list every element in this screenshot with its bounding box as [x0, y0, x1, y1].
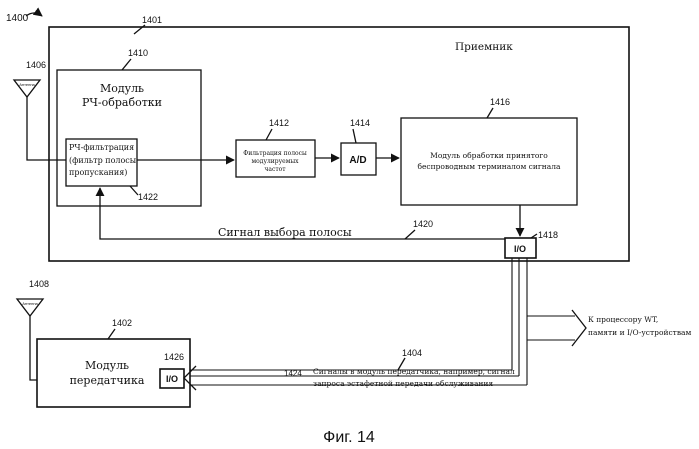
antenna-rx-label: Антенна	[19, 82, 35, 87]
rf-module-title-2: РЧ-обработки	[82, 96, 162, 109]
bus-to-processor-arrowhead	[572, 310, 586, 346]
ref-1401: 1401	[142, 15, 162, 25]
transmitter-line2: передатчика	[70, 374, 145, 387]
ref-1416: 1416	[490, 97, 510, 107]
transmitter-box	[37, 339, 190, 407]
figure-number: 1400	[6, 13, 29, 24]
mod-filter-line3: частот	[264, 166, 286, 173]
transmitter-line1: Модуль	[85, 359, 129, 372]
proc-module-line2: беспроводным терминалом сигнала	[417, 162, 561, 171]
rf-module-title-1: Модуль	[100, 82, 144, 95]
mod-filter-line1: Фильтрация полосы	[243, 150, 307, 157]
tx-signal-line1: Сигналы в модуль передатчика, например, …	[313, 367, 515, 376]
antenna-tx-label: Антенна	[22, 301, 38, 306]
mod-filter-line2: модулируемых	[251, 158, 299, 165]
ref-1410: 1410	[128, 48, 148, 58]
ref-1404: 1404	[402, 348, 422, 358]
leader-1420	[405, 230, 415, 239]
tx-signal-line2: запроса эстафетной передачи обслуживания	[313, 379, 493, 388]
leader-1410	[122, 59, 131, 70]
adc-label: A/D	[349, 155, 366, 166]
ref-1402: 1402	[112, 318, 132, 328]
leader-1414	[353, 129, 356, 143]
figure-caption: Фиг. 14	[323, 429, 375, 446]
leader-1416	[487, 108, 493, 118]
antenna-tx-wire	[30, 316, 37, 380]
leader-1402	[108, 329, 115, 339]
band-select-label: Сигнал выбора полосы	[218, 226, 352, 239]
ref-1408: 1408	[29, 279, 49, 289]
figure-number-arrow	[26, 13, 42, 16]
rf-filter-line3: пропускания)	[69, 168, 127, 177]
to-processor-line1: К процессору WT,	[588, 315, 658, 324]
receiver-label: Приемник	[455, 41, 513, 53]
rf-filter-line2: (фильтр полосы	[69, 156, 137, 165]
ref-1422: 1422	[138, 192, 158, 202]
rf-filter-line1: РЧ-фильтрация	[69, 143, 134, 152]
ref-1412: 1412	[269, 118, 289, 128]
io-receiver-label: I/O	[514, 244, 526, 254]
antenna-rx-wire	[27, 97, 66, 160]
ref-1426: 1426	[164, 352, 184, 362]
ref-1424: 1424	[284, 369, 302, 378]
io-transmitter-label: I/O	[166, 374, 178, 384]
to-processor-line2: памяти и I/O-устройствам	[588, 328, 692, 337]
ref-1418: 1418	[538, 230, 558, 240]
ref-1406: 1406	[26, 60, 46, 70]
proc-module-line1: Модуль обработки принятого	[430, 151, 548, 160]
leader-1422	[130, 186, 138, 195]
ref-1414: 1414	[350, 118, 370, 128]
ref-1420: 1420	[413, 219, 433, 229]
leader-1412	[266, 129, 272, 140]
